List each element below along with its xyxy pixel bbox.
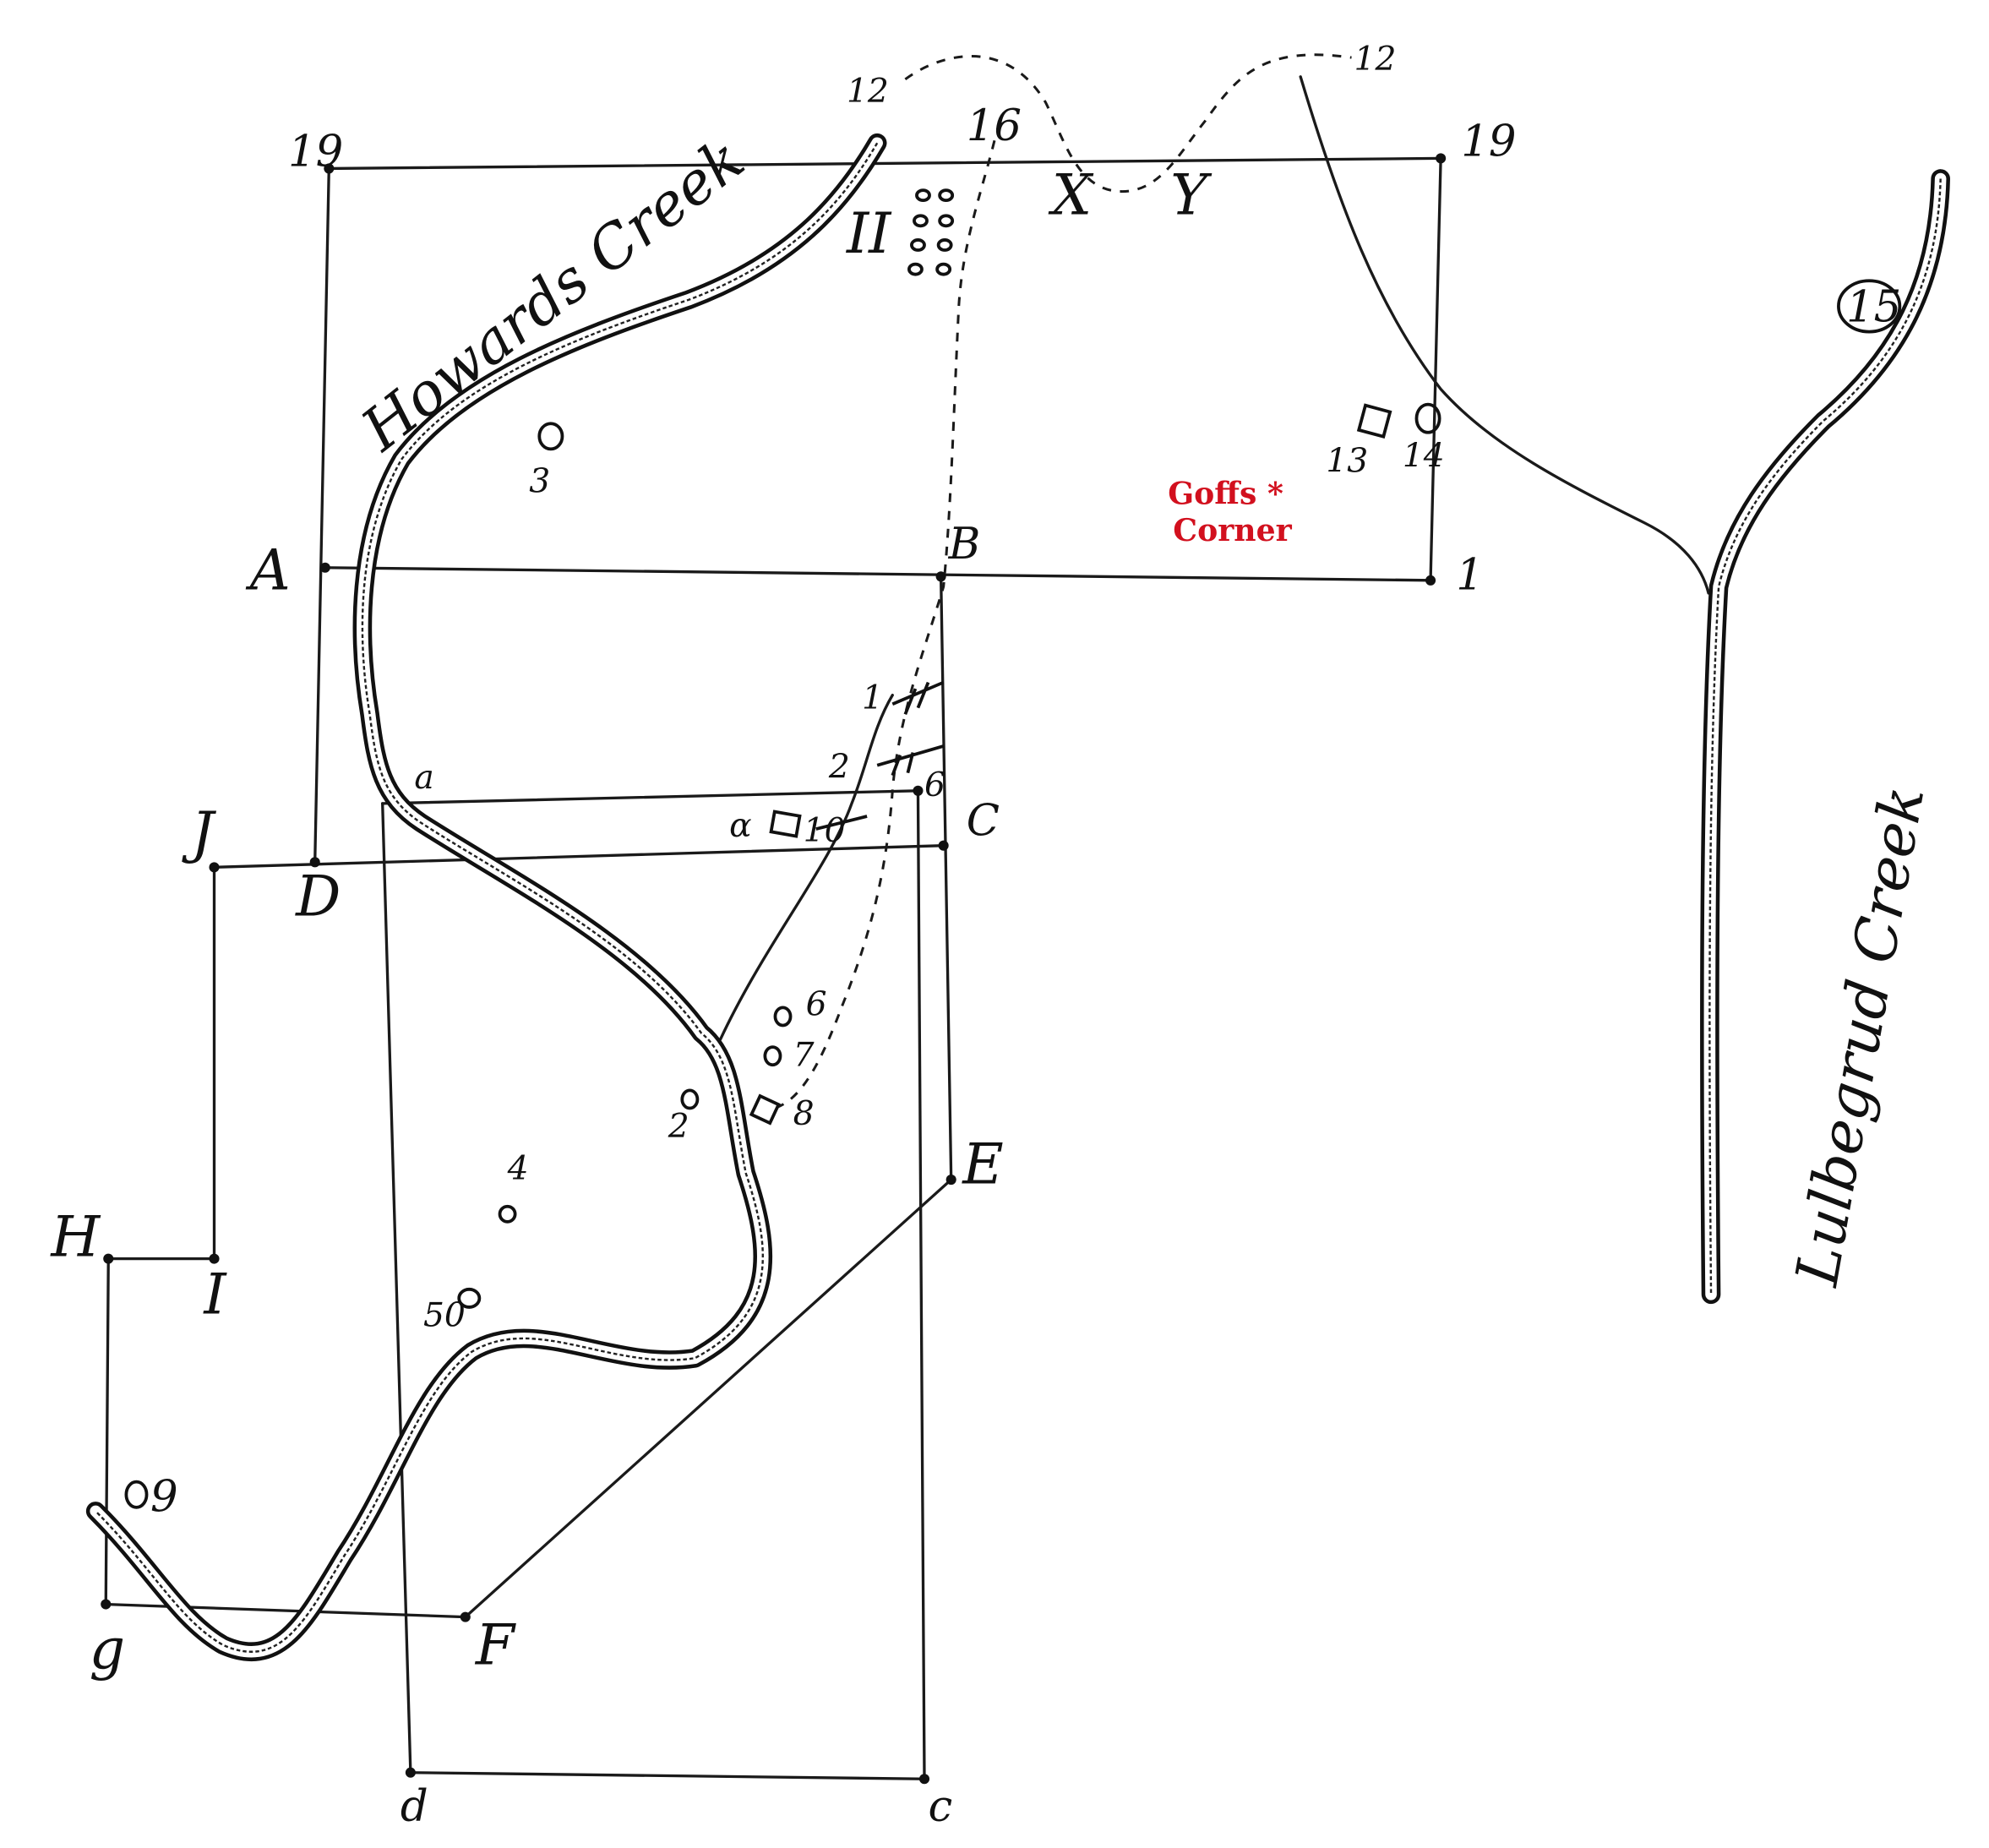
label-E: E [962, 1131, 1003, 1197]
lulbegrud-creek-label: Lulbegrud Creek [1784, 782, 1938, 1293]
label-50: 50 [423, 1297, 466, 1335]
markers [124, 188, 1902, 1509]
label-c: c [929, 1781, 953, 1832]
circle-marker-50 [457, 1287, 482, 1309]
label-4: 4 [507, 1150, 529, 1188]
line-A-1 [324, 566, 1432, 582]
road-line [1299, 75, 1710, 595]
line-a-d [381, 802, 412, 1774]
square-marker-10 [769, 810, 802, 838]
circle-marker-3 [537, 422, 564, 451]
label-d: d [401, 1781, 428, 1832]
circle-marker-9 [124, 1480, 149, 1509]
line-19-D [313, 166, 330, 864]
label-Y: Y [1170, 162, 1212, 228]
label-7: 7 [793, 1037, 815, 1075]
label-2-hatch: 2 [828, 749, 850, 787]
line-F-E [464, 1178, 953, 1619]
label-8: 8 [793, 1095, 815, 1133]
goffs-corner-label-2: Corner [1173, 512, 1292, 548]
label-19-nw: 19 [288, 126, 343, 177]
label-1-hatch: 1 [862, 679, 883, 717]
label-19-ne: 19 [1461, 116, 1516, 166]
label-II: II [846, 200, 892, 266]
label-13: 13 [1326, 443, 1368, 481]
label-12-right: 12 [1354, 41, 1397, 79]
line-19-19 [327, 156, 1442, 171]
line-c-6 [916, 789, 926, 1780]
label-14: 14 [1403, 438, 1445, 476]
howards-creek [85, 133, 887, 1662]
label-J: J [181, 799, 216, 865]
survey-lines [104, 75, 1710, 1780]
line-J-C [212, 844, 945, 869]
label-12-left: 12 [847, 73, 889, 111]
circle-marker-2 [680, 1088, 700, 1110]
line-H-g [104, 1257, 110, 1606]
label-g: g [90, 1616, 126, 1682]
circle-marker-6 [773, 1006, 793, 1028]
line-g-F [104, 1602, 467, 1619]
label-6: 6 [806, 985, 827, 1023]
line-B-E [939, 575, 953, 1181]
label-X: X [1048, 162, 1094, 228]
circle-marker-14 [1414, 402, 1441, 434]
label-16: 16 [967, 101, 1022, 151]
square-marker-13 [1356, 403, 1392, 439]
label-10: 10 [804, 812, 846, 850]
hatch-marks [815, 680, 945, 831]
label-2-creek: 2 [668, 1108, 689, 1146]
label-H: H [50, 1204, 101, 1270]
label-a: a [414, 759, 433, 797]
corner-dots [101, 153, 1447, 1785]
circle-marker-7 [763, 1045, 782, 1067]
line-a-6 [381, 789, 920, 805]
lulbegrud-creek [1700, 169, 1950, 1305]
label-9: 9 [150, 1471, 178, 1522]
label-3: 3 [529, 463, 550, 501]
label-A: A [245, 537, 291, 602]
circle-marker-15 [1837, 279, 1902, 334]
label-1: 1 [1456, 549, 1484, 600]
label-D: D [295, 864, 341, 929]
label-15: 15 [1846, 282, 1901, 333]
label-F: F [475, 1611, 516, 1677]
line-19-1 [1429, 156, 1442, 582]
label-B: B [948, 519, 981, 570]
dashed-boundary-down [777, 139, 996, 1109]
branch-line [718, 693, 894, 1041]
circle-marker-4 [498, 1204, 517, 1224]
square-marker-8 [749, 1093, 781, 1126]
label-alpha: α [729, 807, 751, 845]
grave-cluster-icon [907, 188, 955, 276]
label-C: C [967, 796, 1000, 847]
label-I: I [203, 1261, 227, 1327]
dashed-boundary-top [904, 53, 1352, 194]
goffs-corner-label-1: Goffs * [1168, 475, 1283, 511]
line-d-c [409, 1771, 926, 1780]
label-6-c: 6 [924, 766, 945, 804]
